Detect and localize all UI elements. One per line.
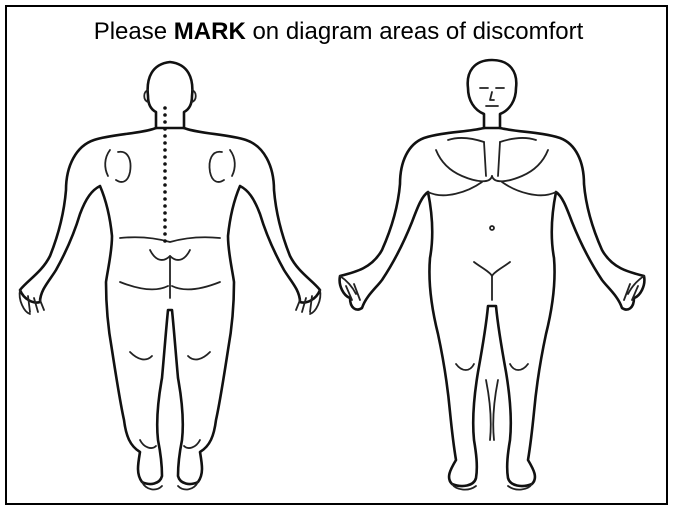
front-body-outline [340, 128, 645, 486]
spine-dots [163, 106, 167, 243]
body-back-icon[interactable] [20, 62, 321, 489]
body-front-icon[interactable] [340, 60, 645, 490]
back-head [148, 62, 193, 128]
face [480, 88, 504, 106]
back-body-outline [20, 128, 320, 484]
